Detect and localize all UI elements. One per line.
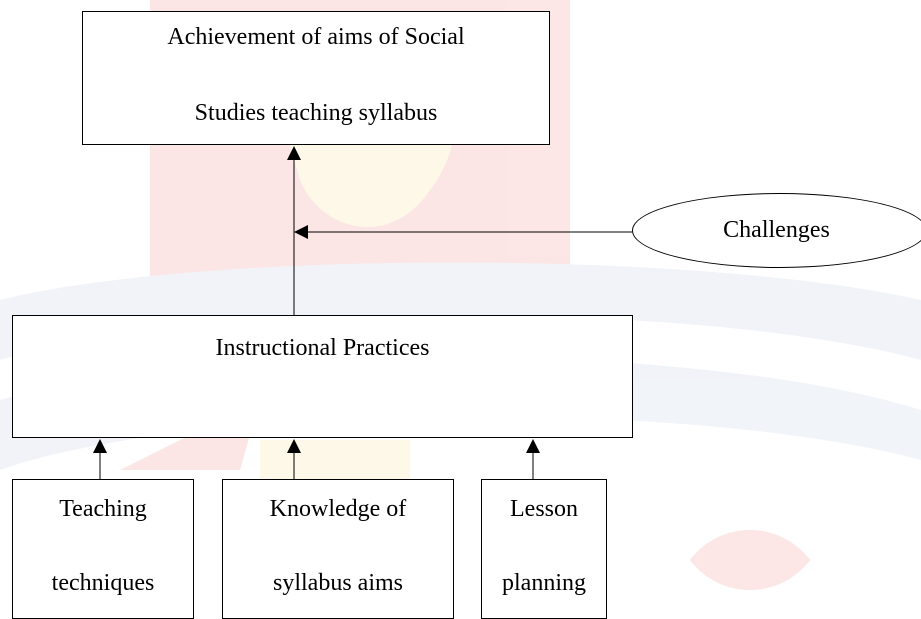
lesson-box-line1: Lesson (510, 496, 578, 522)
aims-box-line2: Studies teaching syllabus (194, 100, 438, 126)
challenges-ellipse: Challenges (632, 193, 921, 268)
knowledge-box-line1: Knowledge of (269, 496, 407, 522)
knowledge-of-syllabus-aims-box: Knowledge of syllabus aims (222, 479, 454, 619)
teaching-box-line2: techniques (51, 570, 155, 596)
lesson-box-line2: planning (502, 570, 586, 596)
aims-achievement-box: Achievement of aims of Social Studies te… (82, 11, 550, 145)
lesson-planning-box: Lesson planning (481, 479, 607, 619)
practices-label: Instructional Practices (215, 335, 430, 361)
teaching-techniques-box: Teaching techniques (12, 479, 194, 619)
teaching-box-line1: Teaching (59, 496, 147, 522)
knowledge-box-line2: syllabus aims (273, 570, 403, 596)
challenges-label: Challenges (723, 217, 830, 243)
aims-box-line1: Achievement of aims of Social (167, 24, 465, 50)
instructional-practices-box: Instructional Practices (12, 315, 633, 438)
